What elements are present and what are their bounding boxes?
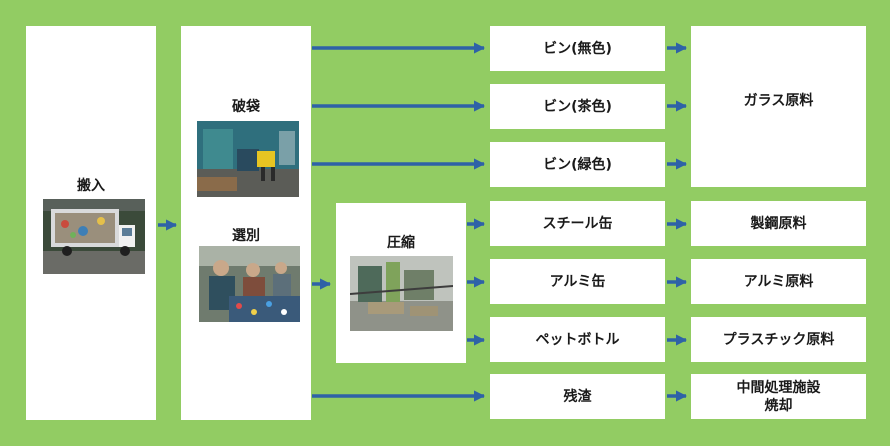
item-pet-bottle: ペットボトル (490, 317, 665, 362)
output-intermediate-line1: 中間処理施設 (736, 379, 821, 396)
item-residue: 残渣 (490, 374, 665, 419)
output-plastic: プラスチック原料 (691, 317, 866, 362)
item-bottle-clear: ビン(無色) (490, 26, 665, 71)
sorting-label: 選別 (232, 228, 260, 244)
sorting-box (181, 26, 311, 420)
item-bottle-brown: ビン(茶色) (490, 84, 665, 129)
item-bottle-green: ビン(緑色) (490, 142, 665, 187)
output-intermediate-line2: 焼却 (764, 397, 793, 414)
output-glass-label: ガラス原料 (743, 93, 814, 109)
output-intermediate: 中間処理施設 焼却 (691, 374, 866, 419)
output-aluminum: アルミ原料 (691, 259, 866, 304)
intake-label: 搬入 (77, 178, 105, 194)
bag-breaking-photo (197, 121, 299, 197)
sorting-photo (199, 246, 300, 322)
compression-label: 圧縮 (387, 235, 415, 251)
item-aluminum-can: アルミ缶 (490, 259, 665, 304)
intake-truck-photo (43, 199, 145, 274)
output-steel: 製鋼原料 (691, 201, 866, 246)
compression-photo (350, 256, 453, 331)
item-steel-can: スチール缶 (490, 201, 665, 246)
bag-breaking-label: 破袋 (232, 99, 260, 115)
output-glass: ガラス原料 (691, 26, 866, 187)
